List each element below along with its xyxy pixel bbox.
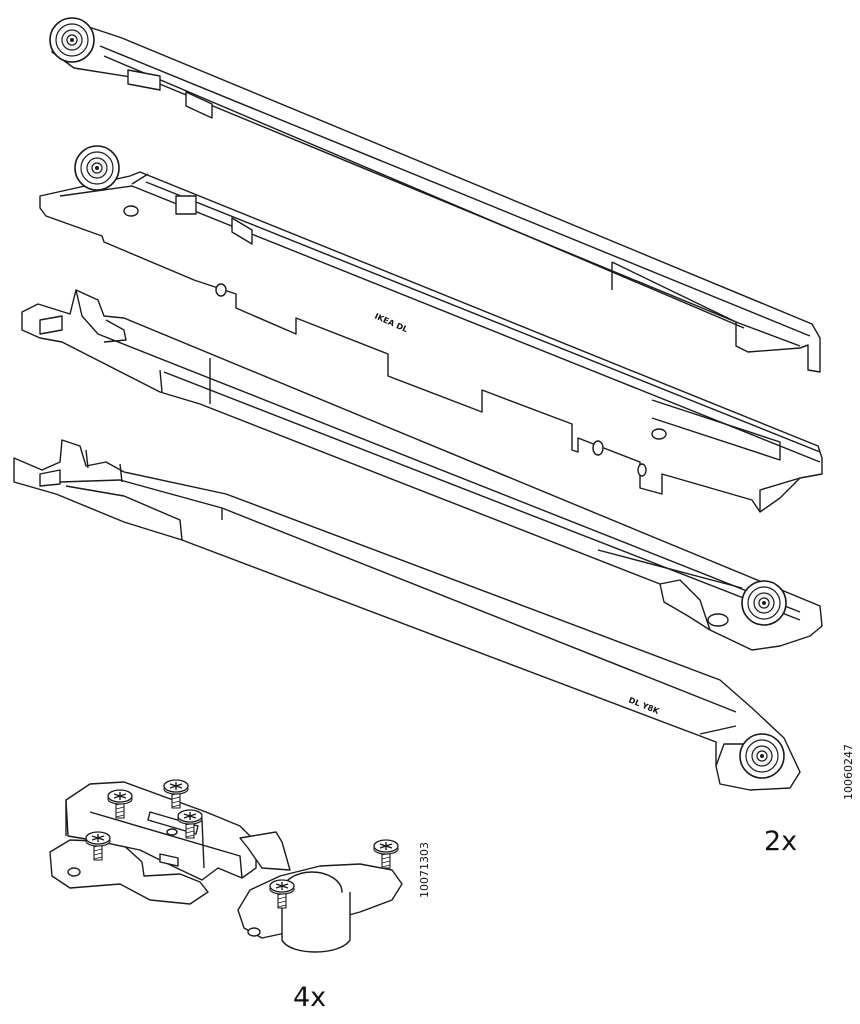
article-number-hinge: 10071303: [418, 842, 431, 898]
rail-second: [40, 172, 822, 512]
rail-bottom: [14, 440, 800, 790]
roller-wheel-icon: [74, 145, 120, 191]
rail-top: [52, 26, 820, 372]
roller-wheel-icon: [741, 580, 787, 626]
article-number-rails: 10060247: [842, 744, 855, 800]
roller-wheel-icon: [739, 733, 785, 779]
phillips-screw-icon: [373, 839, 399, 869]
rail-third: [22, 290, 822, 650]
quantity-label-rails: 2x: [764, 826, 798, 857]
hinge-illustration: [50, 782, 402, 952]
roller-wheel-icon: [49, 17, 95, 63]
quantity-label-hinge: 4x: [293, 982, 327, 1013]
